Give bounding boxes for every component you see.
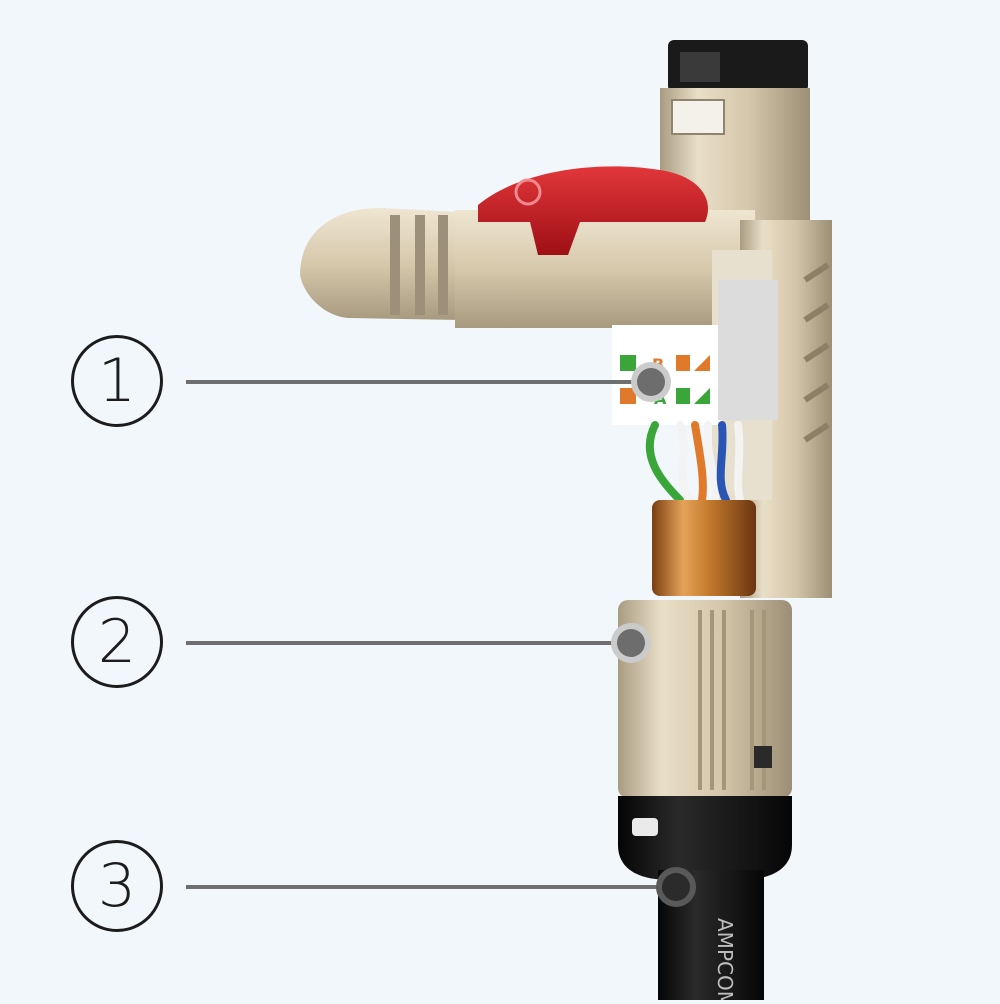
shell-rib-1 [390,215,400,315]
termination-cap [718,280,778,420]
release-tab-logo-icon [514,178,542,206]
nut-grooves [698,610,766,790]
callout-2-marker [611,623,651,663]
strain-relief-nut [618,600,792,798]
termination-block: B A [612,280,778,425]
color-code-green-2 [676,388,690,404]
callout-1-marker [631,362,671,402]
color-code-green-1 [620,355,636,371]
color-code-orange-1 [620,388,636,404]
callout-3-number: 3 [71,840,163,932]
wire-white-3 [734,421,744,504]
cable-print-text: AMPCOM [713,918,737,1000]
cable-boot [618,796,792,880]
wire-blue [716,421,730,504]
cable-boot-window [632,818,658,836]
wire-white-2 [703,421,720,504]
callout-3-leader-line [186,885,676,889]
copper-ferrule [652,500,756,596]
plug-window [671,99,725,135]
housing-grip-ridges [803,262,830,443]
release-tab [478,166,708,255]
color-code-orange-3 [694,355,710,371]
plug-latch-highlight [680,52,720,82]
color-code-green-3 [694,388,710,404]
horizontal-shell [300,166,755,328]
nut-slot [754,746,772,768]
shell-rib-3 [438,215,448,315]
callout-2-number: 2 [71,596,163,688]
color-code-orange-2 [676,355,690,371]
callout-1-leader-line [186,380,651,384]
callout-2-leader-line [186,641,631,645]
shell-boot-end [300,208,460,320]
nut-body [618,600,792,798]
wire-green [645,421,684,504]
callout-3-marker [656,867,696,907]
wire-orange [691,421,707,504]
callout-1-number: 1 [71,335,163,427]
cable-wires [645,421,744,504]
shell-main-arm [455,210,755,328]
ethernet-cable: AMPCOM [618,796,792,1004]
shell-rib-2 [415,215,425,315]
wire-white-1 [676,421,694,504]
